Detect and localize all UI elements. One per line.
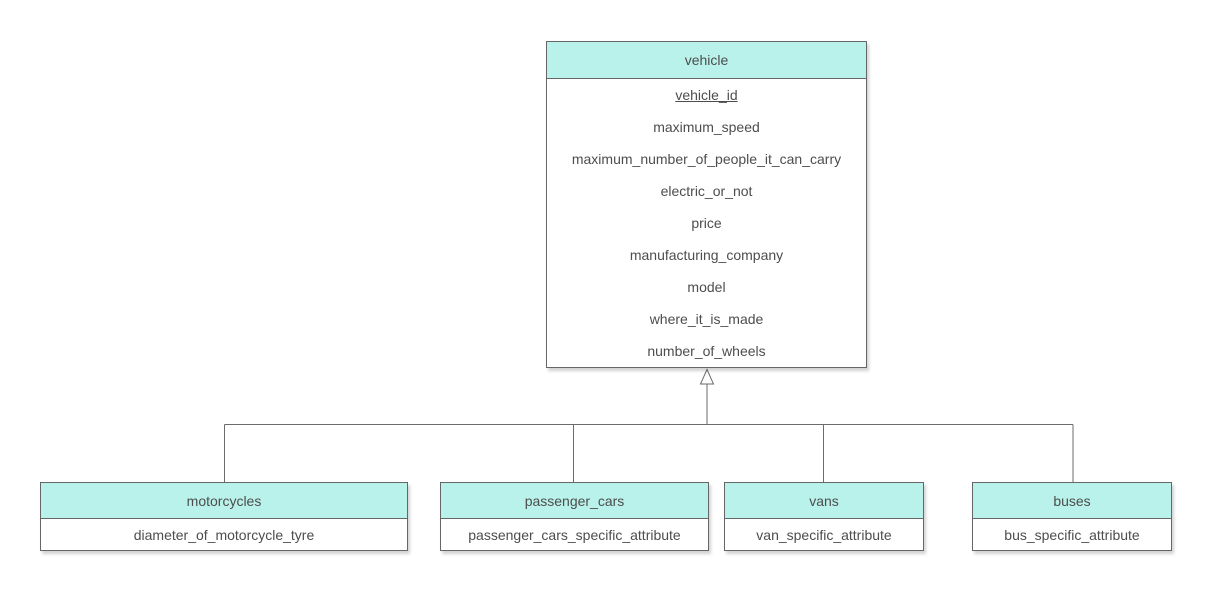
attribute-label: manufacturing_company [629, 247, 784, 263]
attribute-row[interactable]: model [547, 271, 866, 303]
entity-motorcycles-header[interactable]: motorcycles [41, 483, 407, 519]
attribute-label: bus_specific_attribute [1004, 526, 1140, 543]
entity-motorcycles[interactable]: motorcycles diameter_of_motorcycle_tyre [40, 482, 408, 551]
attribute-label: maximum_speed [653, 119, 760, 135]
entity-vans[interactable]: vans van_specific_attribute [724, 482, 924, 551]
entity-title: passenger_cars [524, 492, 625, 509]
attribute-row[interactable]: where_it_is_made [547, 303, 866, 335]
attribute-row[interactable]: electric_or_not [547, 175, 866, 207]
entity-title: buses [1053, 492, 1091, 509]
attribute-label: model [687, 279, 726, 295]
attribute-row[interactable]: passenger_cars_specific_attribute [441, 519, 708, 550]
attribute-row[interactable]: number_of_wheels [547, 335, 866, 367]
entity-vehicle[interactable]: vehicle vehicle_id maximum_speed maximum… [546, 41, 867, 368]
attribute-label: diameter_of_motorcycle_tyre [133, 526, 315, 543]
attribute-row[interactable]: vehicle_id [547, 79, 866, 111]
entity-passenger-cars-header[interactable]: passenger_cars [441, 483, 708, 519]
primary-key-attribute: vehicle_id [675, 87, 738, 103]
attribute-row[interactable]: van_specific_attribute [725, 519, 923, 550]
entity-vans-header[interactable]: vans [725, 483, 923, 519]
entity-buses-header[interactable]: buses [973, 483, 1171, 519]
attribute-label: electric_or_not [660, 183, 753, 199]
entity-title: vehicle [684, 52, 729, 68]
entity-title: vans [809, 492, 839, 509]
attribute-row[interactable]: diameter_of_motorcycle_tyre [41, 519, 407, 550]
attribute-label: van_specific_attribute [756, 526, 892, 543]
entity-passenger-cars[interactable]: passenger_cars passenger_cars_specific_a… [440, 482, 709, 551]
attribute-label: where_it_is_made [649, 311, 764, 327]
attribute-row[interactable]: price [547, 207, 866, 239]
attribute-label: maximum_number_of_people_it_can_carry [571, 151, 842, 167]
attribute-label: number_of_wheels [647, 343, 766, 359]
attribute-row[interactable]: maximum_number_of_people_it_can_carry [547, 143, 866, 175]
attribute-row[interactable]: bus_specific_attribute [973, 519, 1171, 550]
attribute-row[interactable]: manufacturing_company [547, 239, 866, 271]
attribute-row[interactable]: maximum_speed [547, 111, 866, 143]
attribute-label: price [691, 215, 722, 231]
attribute-label: passenger_cars_specific_attribute [468, 526, 681, 543]
entity-buses[interactable]: buses bus_specific_attribute [972, 482, 1172, 551]
generalization-arrow-icon [699, 368, 715, 385]
entity-title: motorcycles [186, 492, 262, 509]
entity-vehicle-header[interactable]: vehicle [547, 42, 866, 79]
